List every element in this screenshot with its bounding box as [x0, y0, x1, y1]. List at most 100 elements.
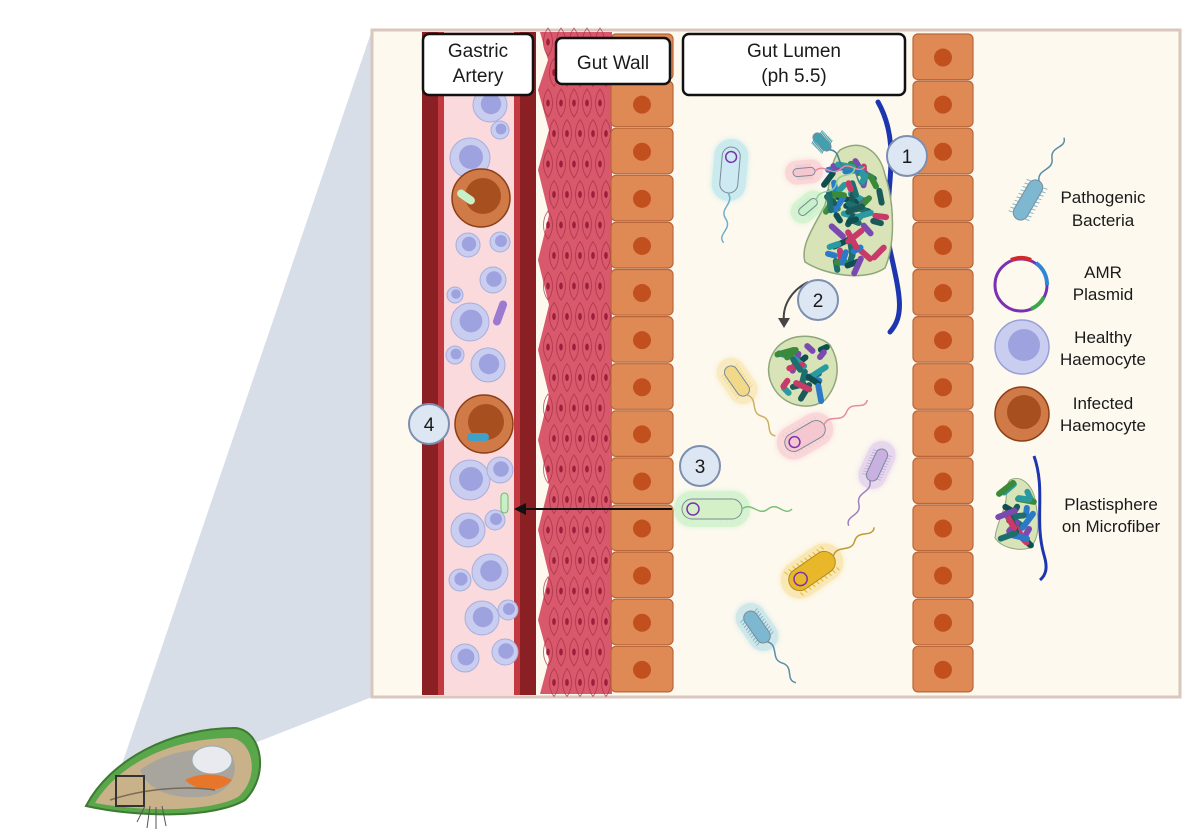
biofilm-rod [872, 212, 890, 221]
svg-text:Bacteria: Bacteria [1072, 211, 1135, 230]
epithelial-cell [610, 645, 674, 693]
legend-pathogenic-bacteria: Pathogenic Bacteria [1008, 137, 1146, 230]
biofilm-rod [871, 244, 887, 261]
biofilm-rod [845, 203, 865, 215]
lumen-bacterium [674, 491, 793, 527]
svg-text:AMR: AMR [1084, 263, 1122, 282]
healthy-haemocyte [450, 643, 480, 673]
pathogenic-bacteria-icon [1008, 137, 1065, 221]
epithelial-cell [610, 363, 674, 410]
healthy-haemocyte [470, 347, 506, 383]
legend-infected-haemocyte: Infected Haemocyte [994, 386, 1146, 442]
epithelial-cell [912, 268, 974, 316]
biofilm-rod [845, 227, 865, 245]
svg-text:Plasmid: Plasmid [1073, 285, 1133, 304]
healthy-haemocyte [450, 512, 486, 548]
lumen-bacterium [811, 130, 866, 186]
translocated-bacterium [500, 492, 509, 514]
lumen-bacterium [847, 441, 896, 526]
gastric-artery-label-line1: Gastric [448, 41, 508, 62]
svg-text:Infected: Infected [1073, 394, 1134, 413]
biofilm-rod [854, 209, 874, 220]
healthy-haemocyte [449, 459, 491, 501]
translocation-arrow-head [514, 503, 526, 515]
lumen-bacterium [776, 399, 869, 460]
biofilm-rod [858, 172, 870, 186]
epithelium-right [912, 33, 974, 693]
biofilm-rod [774, 347, 797, 358]
engulfed-bacterium [467, 433, 489, 441]
biofilm-rod [804, 343, 816, 354]
legend-plastisphere: Plastisphere on Microfiber [994, 455, 1160, 582]
infected-haemocyte-icon [994, 386, 1050, 442]
biofilm-rod [867, 173, 880, 190]
biofilm-rod [828, 223, 846, 240]
epithelial-cell [912, 316, 974, 363]
epithelial-cell [610, 410, 674, 457]
svg-text:Plastisphere: Plastisphere [1064, 495, 1158, 514]
gut-lumen-label-line1: Gut Lumen [747, 41, 841, 62]
lumen-bacterium [711, 139, 749, 244]
healthy-haemocyte [455, 232, 481, 258]
epithelial-cell [610, 504, 674, 552]
legend-amr-plasmid: AMR Plasmid [993, 256, 1133, 313]
healthy-haemocyte [448, 568, 472, 592]
biofilm-rod [839, 249, 849, 266]
biofilm-rod [876, 187, 885, 206]
biofilm-rod [780, 377, 791, 390]
epithelial-cell [610, 221, 674, 269]
lumen-bacterium [780, 527, 875, 599]
artery-wall-left [422, 32, 438, 695]
lumen-bacterium [790, 167, 856, 224]
epithelial-cell [610, 316, 674, 363]
epithelial-cell [610, 268, 674, 316]
lumen-bacterium [735, 602, 797, 684]
infected-haemocyte [451, 168, 511, 228]
healthy-haemocyte [450, 302, 490, 342]
biofilm-rod [825, 189, 834, 214]
biofilm-rod [793, 380, 813, 393]
healthy-haemocyte [490, 120, 510, 140]
svg-text:Pathogenic: Pathogenic [1060, 188, 1146, 207]
magnification-cone [120, 30, 372, 790]
epithelial-cell [912, 174, 974, 222]
gastric-artery-label-line2: Artery [453, 66, 504, 87]
biofilm-rod [851, 255, 864, 277]
gastric-artery [422, 32, 536, 695]
artery-wall-right [520, 32, 536, 695]
legend: Pathogenic Bacteria AMR Plasmid Healthy … [993, 137, 1160, 582]
healthy-haemocyte [489, 231, 511, 253]
biofilm-rod [810, 364, 829, 378]
healthy-haemocyte [471, 553, 509, 591]
plastisphere-icon [994, 455, 1048, 582]
detach-arrow-head [778, 318, 790, 328]
epithelial-cell [610, 174, 674, 222]
biofilm-rod [997, 530, 1019, 542]
svg-text:3: 3 [695, 457, 706, 478]
svg-text:Haemocyte: Haemocyte [1060, 416, 1146, 435]
svg-text:1: 1 [902, 147, 913, 168]
epithelial-cell [912, 221, 974, 269]
legend-healthy-haemocyte: Healthy Haemocyte [994, 319, 1146, 375]
healthy-haemocyte [486, 456, 514, 484]
plastisphere-clump [803, 144, 894, 277]
gut-wall-label: Gut Wall [577, 53, 649, 74]
gut-wall-header: Gut Wall [554, 36, 672, 86]
biofilm-rod [815, 382, 825, 404]
epithelial-cell [610, 551, 674, 599]
epithelial-cell [610, 598, 674, 646]
step-marker-4: 4 [408, 403, 450, 445]
step-marker-1: 1 [886, 135, 928, 177]
epithelial-cell [610, 127, 674, 175]
biofilm-rod [845, 180, 854, 193]
healthy-haemocyte [464, 600, 500, 636]
gut-wall-muscle [538, 27, 612, 698]
step-marker-3: 3 [679, 445, 721, 487]
biofilm-rod [870, 218, 884, 227]
infected-haemocyte [454, 394, 514, 454]
biofilm-rod [1015, 495, 1032, 503]
biofilm-rod [784, 347, 799, 361]
epithelial-cell [912, 33, 974, 81]
zoom-region-box [115, 775, 145, 807]
